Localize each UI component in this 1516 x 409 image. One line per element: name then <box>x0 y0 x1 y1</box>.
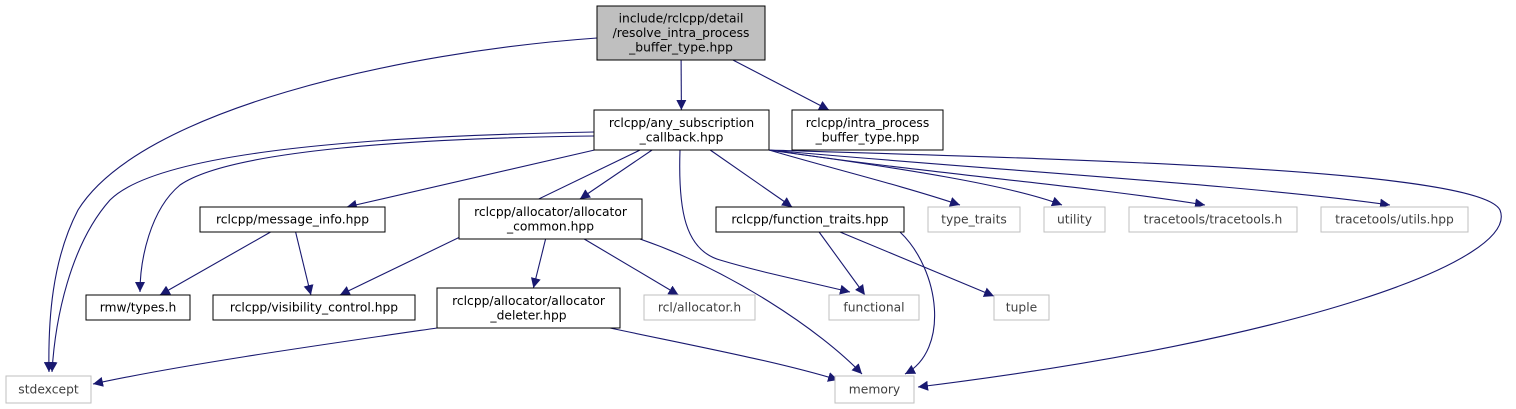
node-box <box>834 375 915 404</box>
edge-any_sub-to-tt_utils <box>768 149 1391 209</box>
node-vis_ctrl[interactable]: rclcpp/visibility_control.hpp <box>212 294 416 321</box>
edge-any_sub-to-functional <box>679 149 851 295</box>
node-label: rclcpp/allocator/allocator <box>474 205 628 219</box>
node-label: rclcpp/allocator/allocator <box>452 294 606 308</box>
node-box <box>1320 206 1469 233</box>
edge-func_traits-to-tuple <box>839 231 995 297</box>
node-box <box>596 5 766 61</box>
node-label: type_traits <box>941 213 1007 227</box>
edge-func_traits-to-memory <box>899 231 936 375</box>
node-box <box>715 206 905 233</box>
node-msg_info[interactable]: rclcpp/message_info.hpp <box>199 206 386 233</box>
node-functional: functional <box>828 294 920 321</box>
edge-any_sub-to-stdexcept <box>47 131 595 373</box>
node-label: rclcpp/any_subscription <box>609 116 754 130</box>
edge-any_sub-to-msg_info <box>346 149 595 210</box>
node-utility: utility <box>1043 206 1106 233</box>
edge-msg_info-to-rmw_types <box>159 231 271 296</box>
node-label: utility <box>1057 213 1092 227</box>
node-label: rclcpp/visibility_control.hpp <box>230 301 398 315</box>
edge-alloc_common-to-alloc_deleter <box>530 238 547 289</box>
node-box <box>643 294 756 321</box>
node-label: stdexcept <box>18 383 79 397</box>
node-rcl_alloc: rcl/allocator.h <box>643 294 756 321</box>
node-label: tracetools/tracetools.h <box>1144 213 1283 227</box>
edge-any_sub-to-rmw_types <box>135 135 595 293</box>
edge-alloc_deleter-to-stdexcept <box>92 327 438 387</box>
node-type_traits: type_traits <box>927 206 1021 233</box>
node-tt_h: tracetools/tracetools.h <box>1128 206 1298 233</box>
node-label: functional <box>843 301 904 315</box>
node-box <box>458 198 643 240</box>
node-box <box>993 294 1050 321</box>
node-rmw_types[interactable]: rmw/types.h <box>85 294 191 321</box>
node-ipbt[interactable]: rclcpp/intra_process_buffer_type.hpp <box>791 109 944 151</box>
node-label: rclcpp/intra_process <box>806 116 930 130</box>
node-label: rcl/allocator.h <box>658 301 741 315</box>
node-box <box>1043 206 1106 233</box>
node-label: _deleter.hpp <box>489 308 566 322</box>
node-label: tuple <box>1006 301 1037 315</box>
node-label: /resolve_intra_process <box>613 26 750 40</box>
node-box <box>199 206 386 233</box>
node-box <box>1128 206 1298 233</box>
edge-any_sub-to-alloc_common <box>579 149 653 200</box>
node-box <box>593 109 770 151</box>
edge-alloc_deleter-to-memory <box>609 327 839 382</box>
edge-any_sub-to-memory <box>768 149 1502 391</box>
node-label: _buffer_type.hpp <box>628 41 733 55</box>
node-tt_utils: tracetools/utils.hpp <box>1320 206 1469 233</box>
edge-alloc_common-to-rcl_alloc <box>583 238 679 296</box>
node-label: _common.hpp <box>506 219 594 233</box>
node-alloc_common[interactable]: rclcpp/allocator/allocator_common.hpp <box>458 198 643 240</box>
node-box <box>212 294 416 321</box>
node-box <box>5 375 92 404</box>
node-any_sub[interactable]: rclcpp/any_subscription_callback.hpp <box>593 109 770 151</box>
node-label: rclcpp/function_traits.hpp <box>731 213 888 227</box>
edge-any_sub-to-type_traits <box>768 149 961 207</box>
node-label: memory <box>849 383 900 397</box>
edge-func_traits-to-functional <box>818 231 866 296</box>
node-tuple: tuple <box>993 294 1050 321</box>
node-func_traits[interactable]: rclcpp/function_traits.hpp <box>715 206 905 233</box>
node-memory: memory <box>834 375 915 404</box>
node-box <box>85 294 191 321</box>
node-box <box>927 206 1021 233</box>
node-resolve[interactable]: include/rclcpp/detail/resolve_intra_proc… <box>596 5 766 61</box>
node-label: include/rclcpp/detail <box>619 12 744 26</box>
edge-resolve-to-ipbt <box>732 59 830 111</box>
edge-any_sub-to-func_traits <box>709 149 793 208</box>
node-label: tracetools/utils.hpp <box>1335 213 1454 227</box>
node-label: _buffer_type.hpp <box>815 130 920 144</box>
node-label: rclcpp/message_info.hpp <box>216 213 369 227</box>
node-box <box>791 109 944 151</box>
node-alloc_deleter[interactable]: rclcpp/allocator/allocator_deleter.hpp <box>436 287 621 329</box>
node-label: _callback.hpp <box>639 130 724 144</box>
edge-resolve-to-stdexcept <box>43 37 598 373</box>
edge-msg_info-to-vis_ctrl <box>295 231 314 296</box>
node-stdexcept: stdexcept <box>5 375 92 404</box>
edge-any_sub-to-tt_h <box>768 149 1206 209</box>
node-box <box>436 287 621 329</box>
node-box <box>828 294 920 321</box>
edge-alloc_common-to-memory <box>639 238 863 375</box>
node-label: rmw/types.h <box>100 301 177 315</box>
nodes-layer: include/rclcpp/detail/resolve_intra_proc… <box>5 5 1469 404</box>
